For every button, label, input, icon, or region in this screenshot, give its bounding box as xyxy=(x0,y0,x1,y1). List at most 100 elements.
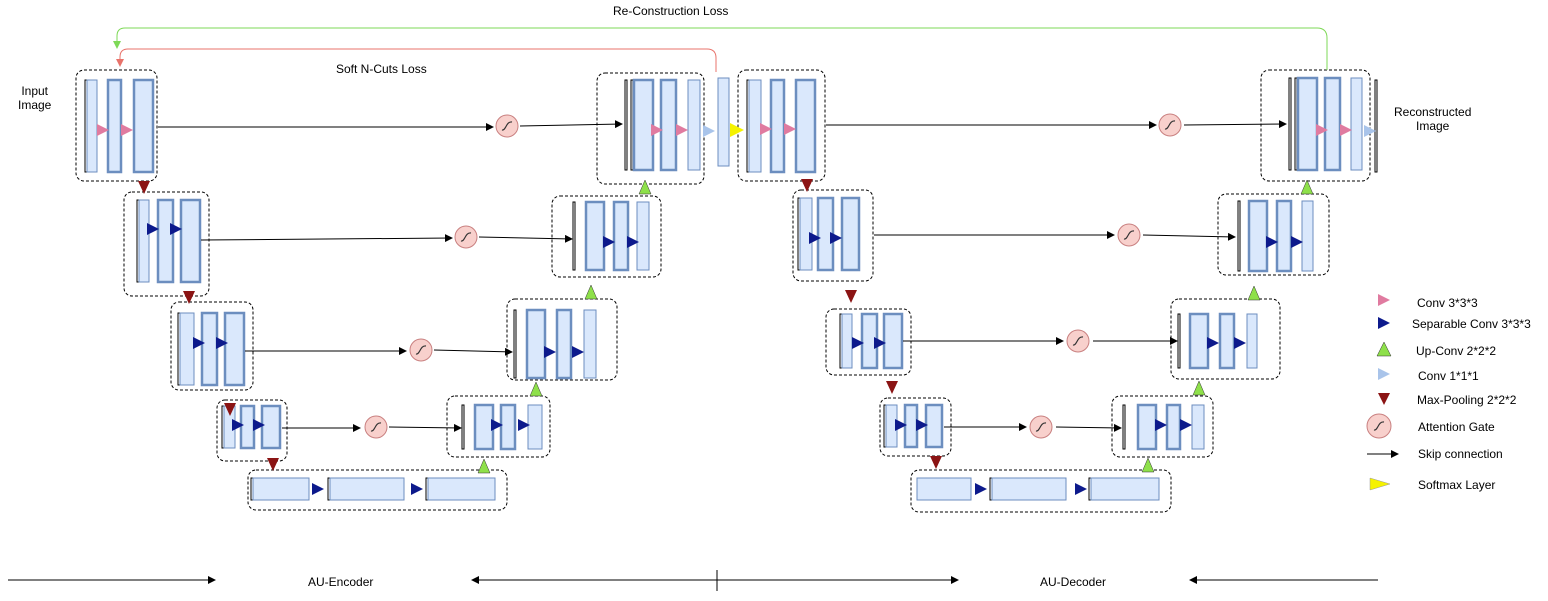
enc-attention-gate-l1 xyxy=(454,225,478,249)
enc-bn-block1 xyxy=(252,477,310,501)
enc-up1-bar xyxy=(572,201,576,271)
enc-l2-sep-marker2 xyxy=(216,337,228,349)
enc-up1-box xyxy=(551,195,662,278)
enc-upconv-marker-2 xyxy=(529,381,543,397)
enc-up3-block2 xyxy=(499,403,517,451)
enc-l0-conv-marker2 xyxy=(121,124,133,136)
dec-upconv-marker-3 xyxy=(1141,457,1155,473)
enc-bn-block3 xyxy=(427,477,496,501)
dec-up0-block2 xyxy=(1323,76,1342,172)
enc-up0-block3 xyxy=(687,79,701,171)
reconstructed-image-label: Reconstructed Image xyxy=(1394,105,1471,133)
dec-up3-block1 xyxy=(1136,403,1158,451)
reconstructed-image-label-line2: Image xyxy=(1416,119,1450,133)
enc-l1-block2 xyxy=(156,198,175,284)
enc-up0-block1 xyxy=(632,78,655,172)
enc-l1-block1 xyxy=(138,199,150,283)
enc-l3-block3 xyxy=(260,404,282,450)
enc-skip-l1-b xyxy=(478,234,573,243)
segmentation-output-block xyxy=(717,77,730,167)
dec-attention-gate-l3 xyxy=(1029,415,1053,439)
enc-attention-gate-l3 xyxy=(364,415,388,439)
dec-attention-gate-l1 xyxy=(1117,223,1141,247)
enc-l3-block2 xyxy=(239,404,256,450)
legend-attention-gate-sigmoid xyxy=(1373,421,1385,431)
dec-l2-block3 xyxy=(882,312,904,370)
enc-up0-block2 xyxy=(659,78,678,172)
legend-conv333-icon xyxy=(1378,294,1390,306)
enc-up3-block1 xyxy=(473,403,495,451)
dec-upconv-marker-1 xyxy=(1247,285,1261,301)
dec-skip-l0-b xyxy=(1183,120,1287,129)
dec-l3-block3 xyxy=(924,403,944,449)
operation-markers xyxy=(97,123,1390,495)
legend-label-conv111: Conv 1*1*1 xyxy=(1418,369,1479,383)
dec-pool-marker-l0 xyxy=(801,179,813,192)
enc-up2-bar xyxy=(513,309,517,379)
enc-up2-box xyxy=(506,298,618,381)
enc-up1-sep-marker2 xyxy=(627,236,639,248)
dec-up3-block2 xyxy=(1165,403,1182,451)
enc-l0-block1 xyxy=(86,79,98,173)
dec-l0-block3 xyxy=(794,78,817,174)
bottom-axis xyxy=(8,570,1378,591)
legend-up-conv-icon xyxy=(1376,341,1392,357)
enc-skip-l0-b xyxy=(519,120,623,129)
enc-l1-sep-marker2 xyxy=(170,223,182,235)
dec-skip-l3-b xyxy=(1055,423,1122,432)
enc-bn-sep-marker1 xyxy=(312,483,324,495)
enc-l2-block1 xyxy=(179,312,195,386)
enc-up0-conv-marker2 xyxy=(676,124,688,136)
dec-l2-sep-marker1 xyxy=(852,337,864,349)
dec-up1-bar xyxy=(1237,200,1241,272)
dec-bottleneck-box xyxy=(910,469,1172,513)
dec-up1-block3 xyxy=(1301,200,1314,272)
dec-up1-box xyxy=(1217,193,1330,276)
legend-label-attention-gate: Attention Gate xyxy=(1418,420,1495,434)
dec-up2-sep-marker2 xyxy=(1234,337,1246,349)
dec-attention-gate-l3-sigmoid xyxy=(1035,422,1047,432)
enc-attention-gate-l1-sigmoid xyxy=(460,232,472,242)
enc-l0-box xyxy=(75,69,158,182)
dec-up1-sep-marker2 xyxy=(1291,236,1303,248)
dec-l1-box xyxy=(792,189,874,282)
legend-label-conv333: Conv 3*3*3 xyxy=(1417,296,1478,310)
dec-attention-gate-l1-sigmoid xyxy=(1123,230,1135,240)
dec-up0-bar2 xyxy=(1294,77,1298,171)
enc-up1-sep-marker1 xyxy=(603,236,615,248)
dec-l1-block3 xyxy=(840,196,861,272)
dec-upconv-marker-0 xyxy=(1300,179,1314,195)
dec-up2-sep-marker1 xyxy=(1207,337,1219,349)
dec-l2-block1 xyxy=(841,313,853,369)
enc-up3-bar xyxy=(461,404,465,450)
enc-up2-sep-marker2 xyxy=(572,346,584,358)
dec-up2-block3 xyxy=(1246,313,1258,369)
dec-pool-marker-l2 xyxy=(886,381,898,394)
dec-up2-bar xyxy=(1177,313,1181,369)
enc-l0-conv-marker1 xyxy=(97,124,109,136)
input-image-label-line2: Image xyxy=(18,98,52,112)
enc-l2-block3 xyxy=(223,311,246,387)
enc-l1-block3 xyxy=(179,198,202,284)
enc-up3-sep-marker2 xyxy=(518,419,530,431)
reconstructed-output-bar xyxy=(1374,79,1378,173)
legend-attention-gate-icon xyxy=(1366,413,1392,439)
enc-pool-marker-l0 xyxy=(138,181,150,194)
enc-upconv-marker-0 xyxy=(638,179,652,195)
legend-softmax-icon xyxy=(1369,477,1391,491)
legend-conv111-icon xyxy=(1378,368,1390,380)
enc-up3-block3 xyxy=(527,404,543,450)
dec-bn-block1 xyxy=(916,477,972,501)
legend-label-separable-conv: Separable Conv 3*3*3 xyxy=(1412,317,1531,331)
enc-up3-box xyxy=(446,395,551,458)
dec-up0-block3 xyxy=(1350,77,1363,171)
dec-up1-block1 xyxy=(1247,199,1269,273)
legend-label-up-conv: Up-Conv 2*2*2 xyxy=(1416,344,1497,358)
enc-l3-sep-marker1 xyxy=(232,419,244,431)
enc-l1-sep-marker1 xyxy=(147,223,159,235)
legend-separable-conv-icon xyxy=(1378,317,1390,329)
reconstruction-loss-label: Re-Construction Loss xyxy=(613,4,729,18)
enc-attention-gate-l2 xyxy=(409,338,433,362)
attention-gates xyxy=(364,113,1182,439)
